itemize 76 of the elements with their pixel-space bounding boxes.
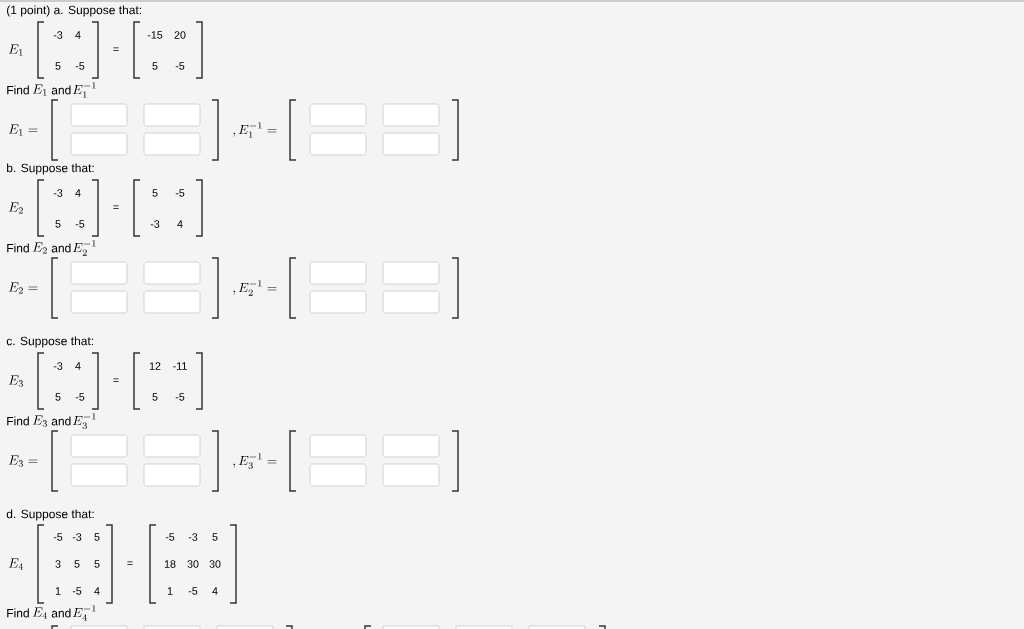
instruction-text: and [51,416,71,426]
matrix-entry: -3 [188,533,198,541]
equals-sign: = [113,205,119,209]
matrix-entry: 20 [174,31,186,39]
math-symbol: $E_4^{-1}$ [72,605,96,621]
matrix-entry: -5 [75,393,85,401]
instruction-text: and [51,85,71,95]
matrix-entry: -5 [165,533,175,541]
matrix-entry: 1 [167,587,173,595]
matrix-entry: -3 [53,31,63,39]
matrix-entry: 5 [152,189,158,197]
instruction-text: and [51,243,71,253]
matrix-entry: 5 [94,560,100,568]
matrix-entry: 4 [75,189,81,197]
math-symbol: $E_1^{-1}$ [72,82,96,98]
matrix-entry: -3 [72,533,82,541]
matrix-entry: -5 [175,393,185,401]
math-symbol: $E_2$ [8,202,23,214]
question-text: (1 point) a. Suppose that: [7,5,141,17]
matrix-entry: -3 [150,220,160,228]
matrix-entry: 1 [55,587,61,595]
equals-sign: = [113,378,119,382]
matrix-entry: -5 [175,62,185,70]
matrix-entry: 30 [209,560,221,568]
matrix-entry: 5 [74,560,80,568]
matrix-entry: -5 [175,189,185,197]
matrix-entry: 5 [94,533,100,541]
equals-sign: = [113,47,119,51]
math-symbol: $E_4$ [8,558,24,570]
matrix-entry: -3 [53,189,63,197]
instruction-text: Find [7,85,29,95]
matrix-entry: -3 [53,362,63,370]
question-text: c. Suppose that: [6,336,93,348]
math-symbol: $E_1$ [8,44,23,56]
question-text: d. Suppose that: [6,509,94,521]
math-symbol: $,E_3^{-1} =$ [233,453,277,469]
math-symbol: $,E_1^{-1} =$ [233,122,277,138]
equals-sign: = [127,561,133,565]
math-symbol: $E_3 =$ [8,455,38,467]
matrix-entry: 30 [187,560,199,568]
math-symbol: $,E_2^{-1} =$ [233,280,277,296]
matrix-entry: 4 [94,587,100,595]
matrix-entry: 5 [212,533,218,541]
matrix-entry: 5 [55,62,61,70]
instruction-text: Find [7,608,29,618]
matrix-entry: -5 [75,220,85,228]
math-symbol: $E_3$ [8,375,23,387]
matrix-entry: 12 [149,362,161,370]
math-symbol: $E_2$ [32,242,47,254]
instruction-text: Find [7,243,29,253]
math-symbol: $E_2 =$ [8,282,38,294]
question-text: b. Suppose that: [7,163,94,175]
matrix-entry: -5 [53,533,63,541]
matrix-entry: -5 [75,62,85,70]
matrix-entry: -11 [173,362,187,370]
instruction-text: Find [7,416,29,426]
matrix-entry: 5 [55,220,61,228]
math-symbol: $E_2^{-1}$ [72,240,96,256]
matrix-entry: 4 [177,220,183,228]
matrix-entry: 4 [75,362,81,370]
matrix-entry: 4 [212,587,218,595]
matrix-entry: 5 [55,393,61,401]
math-symbol: $E_1$ [32,84,47,96]
matrix-entry: 4 [75,31,81,39]
math-symbol: $E_4$ [32,607,48,619]
math-symbol: $E_3$ [32,415,47,427]
matrix-entry: -15 [147,31,163,39]
matrix-entry: 5 [152,62,158,70]
matrix-entry: -5 [188,587,198,595]
matrix-entry: 5 [152,393,158,401]
instruction-text: and [51,608,71,618]
math-symbol: $E_1 =$ [8,124,38,136]
matrix-entry: -5 [72,587,82,595]
matrix-entry: 18 [164,560,176,568]
matrix-entry: 3 [55,560,61,568]
math-symbol: $E_3^{-1}$ [72,413,96,429]
